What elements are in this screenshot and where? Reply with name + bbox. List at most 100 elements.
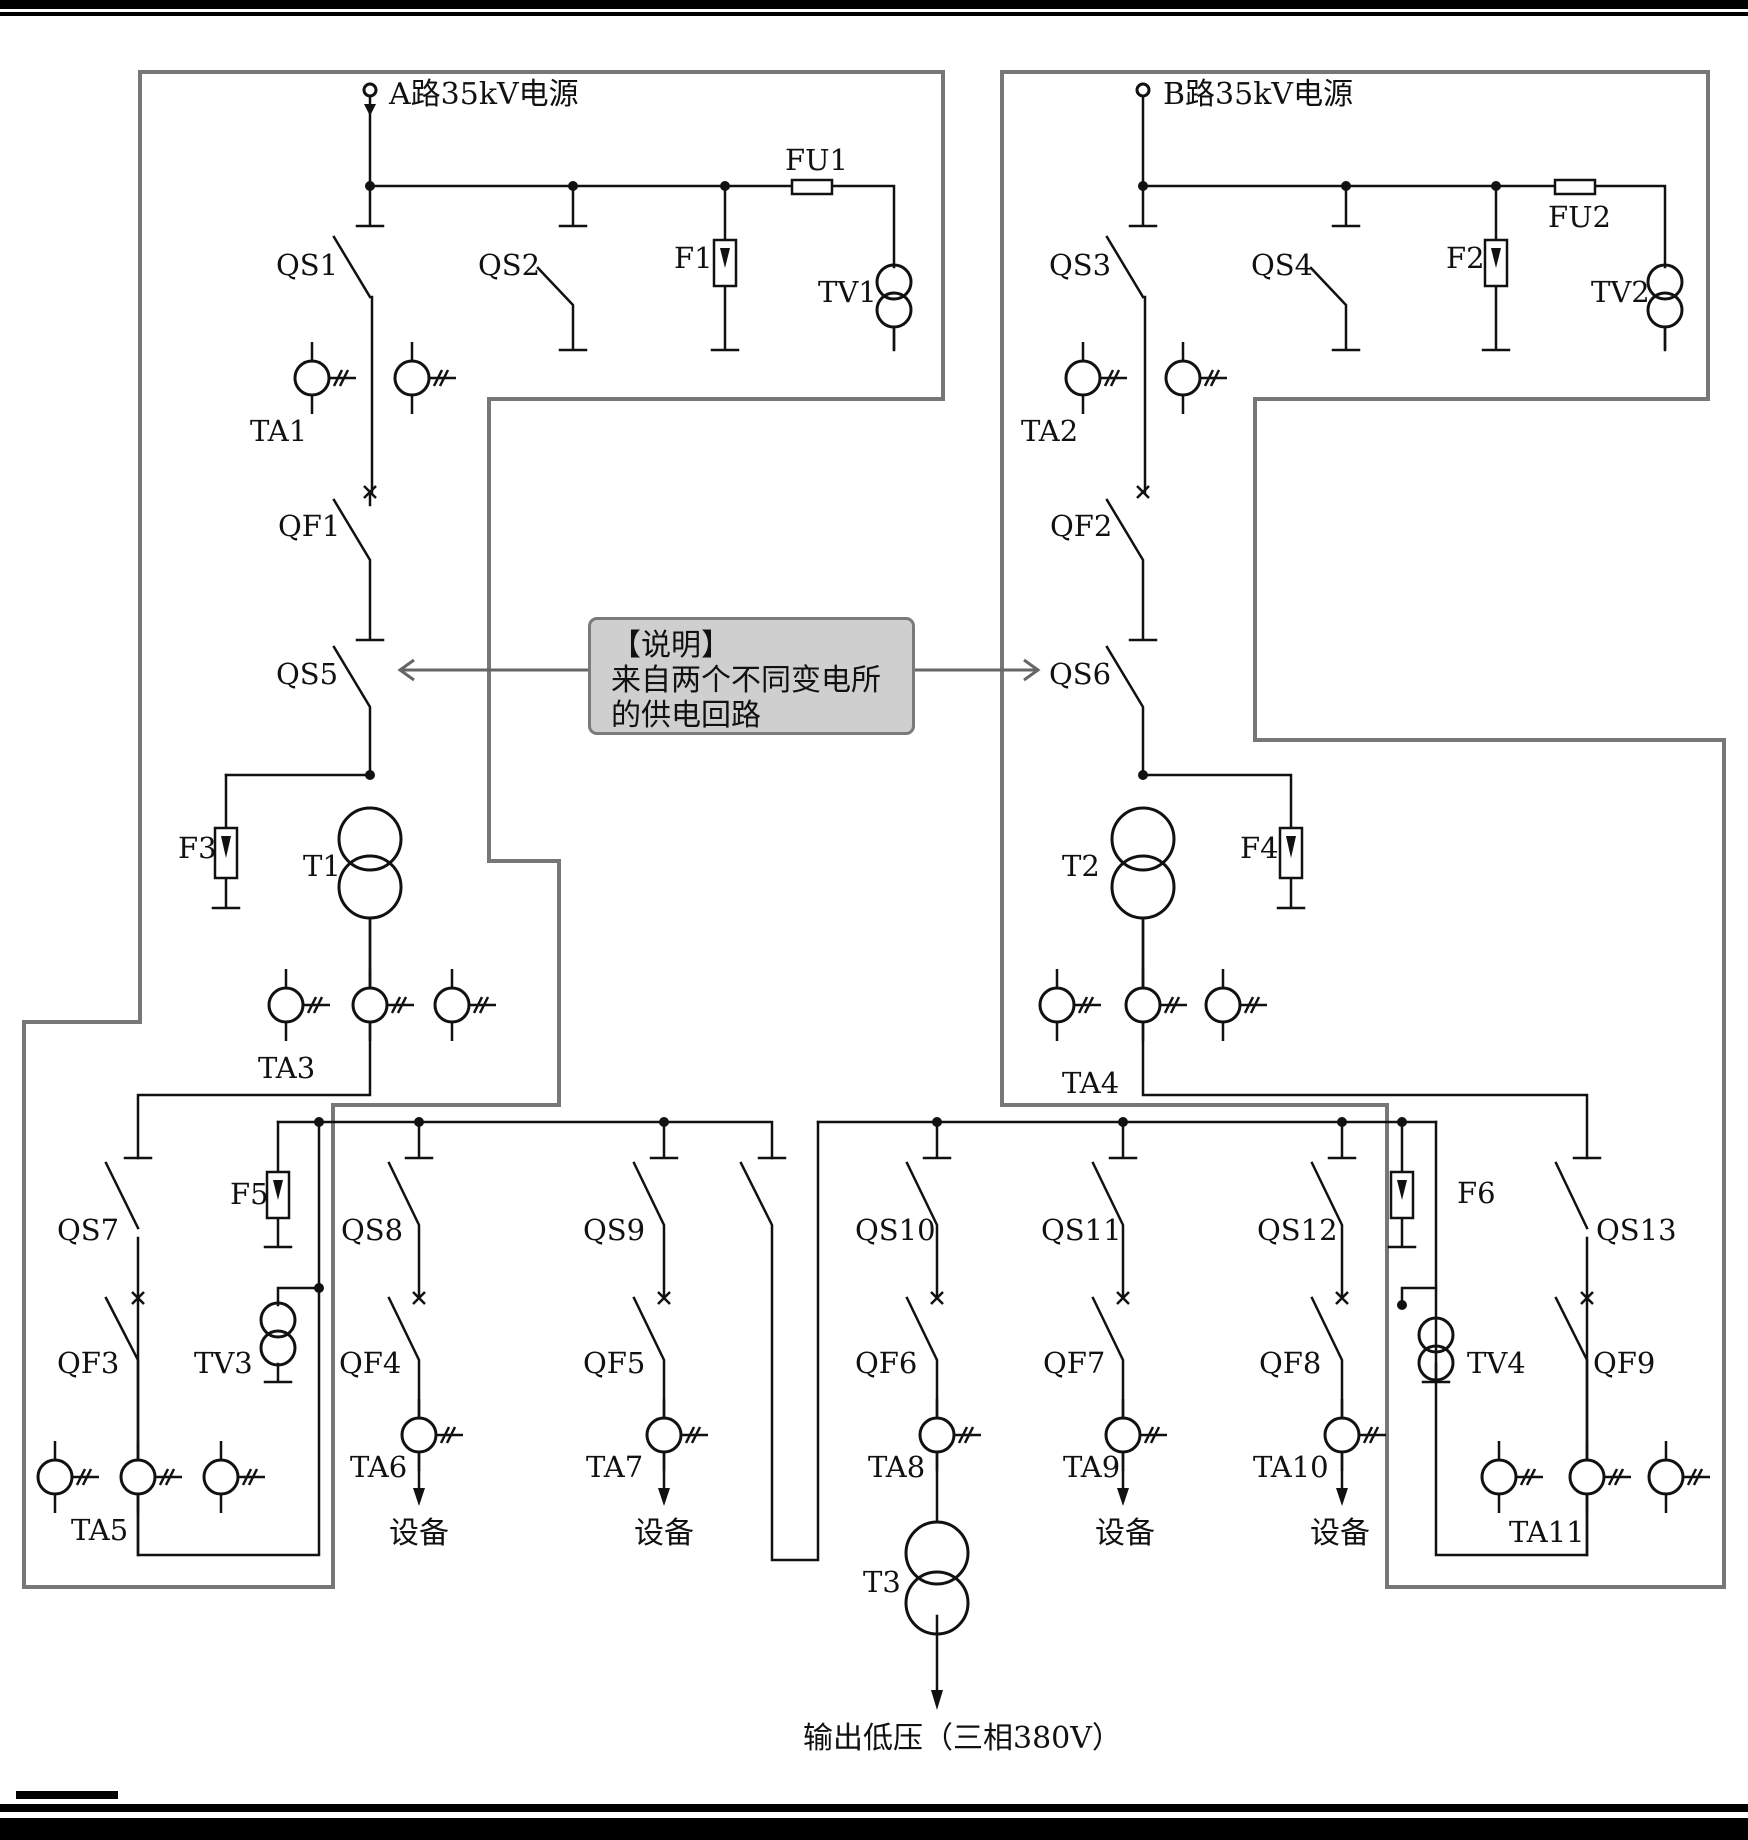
equipment-label-3: 设备	[1095, 1516, 1155, 1551]
source-a-label: A路35kV电源	[388, 77, 579, 112]
labels: A路35kV电源 B路35kV电源 FU1 FU2 QS1 QS2 F1 TV1…	[57, 77, 1677, 1756]
equipment-label-2: 设备	[634, 1516, 694, 1551]
label-f4: F4	[1240, 831, 1279, 865]
label-qs5: QS5	[276, 657, 338, 691]
label-t3: T3	[863, 1565, 901, 1599]
current-transformer-7	[433, 969, 496, 1041]
label-qs4: QS4	[1251, 248, 1313, 282]
current-transformer-14	[400, 1399, 463, 1471]
transformers	[259, 263, 1684, 1636]
current-transformer-2	[393, 342, 456, 414]
label-fu1: FU1	[785, 143, 848, 177]
label-qs8: QS8	[341, 1213, 403, 1247]
enclosure-outlines	[22, 70, 1726, 1589]
current-transformer-3	[1064, 342, 1127, 414]
label-ta10: TA10	[1253, 1450, 1329, 1484]
label-qs7: QS7	[57, 1213, 119, 1247]
output-label: 输出低压（三相380V）	[803, 1721, 1122, 1756]
label-f3: F3	[178, 831, 217, 865]
label-t1: T1	[303, 849, 341, 883]
fuses	[790, 178, 1597, 196]
source-terminals	[362, 82, 1151, 98]
label-ta5: TA5	[71, 1513, 128, 1547]
current-transformers	[36, 342, 1710, 1513]
outgoing-arrows	[413, 1488, 1348, 1710]
label-ta8: TA8	[868, 1450, 925, 1484]
label-qs13: QS13	[1596, 1213, 1677, 1247]
label-ta2: TA2	[1021, 414, 1078, 448]
equipment-label-1: 设备	[389, 1516, 449, 1551]
junction-dots	[314, 181, 1501, 1310]
equipment-label-4: 设备	[1310, 1516, 1370, 1551]
label-fu2: FU2	[1548, 200, 1611, 234]
label-qs6: QS6	[1049, 657, 1111, 691]
source-a-arrow	[364, 104, 376, 116]
current-transformer-17	[1104, 1399, 1167, 1471]
current-transformer-8	[1038, 969, 1101, 1041]
note-box: 【说明】 来自两个不同变电所 的供电回路	[588, 617, 915, 735]
current-transformer-20	[1568, 1441, 1631, 1513]
label-f5: F5	[230, 1177, 269, 1211]
label-qs12: QS12	[1257, 1213, 1338, 1247]
current-transformer-16	[918, 1399, 981, 1471]
source-a-terminal	[362, 82, 378, 98]
label-qf4: QF4	[339, 1346, 401, 1380]
tv2-symbol	[1646, 263, 1684, 301]
label-qf9: QF9	[1593, 1346, 1655, 1380]
label-ta4: TA4	[1062, 1066, 1119, 1100]
label-ta7: TA7	[586, 1450, 643, 1484]
current-transformer-21	[1647, 1441, 1710, 1513]
tv1-symbol	[875, 263, 913, 301]
tv3-symbol	[259, 1301, 297, 1339]
note-arrows	[397, 658, 1041, 682]
label-qs10: QS10	[855, 1213, 936, 1247]
note-line-2: 的供电回路	[611, 698, 761, 733]
label-ta6: TA6	[350, 1450, 407, 1484]
note-title: 【说明】	[611, 628, 731, 663]
label-f1: F1	[674, 241, 713, 275]
enclosure-a	[22, 70, 945, 1589]
source-b-label: B路35kV电源	[1163, 77, 1353, 112]
breaker-marks	[131, 485, 1594, 1305]
label-ta9: TA9	[1063, 1450, 1120, 1484]
label-qs3: QS3	[1049, 248, 1111, 282]
enclosure-b	[1000, 70, 1726, 1589]
label-f2: F2	[1446, 241, 1485, 275]
label-qs1: QS1	[276, 248, 338, 282]
label-qs9: QS9	[583, 1213, 645, 1247]
current-transformer-18	[1323, 1399, 1386, 1471]
current-transformer-4	[1164, 342, 1227, 414]
source-b-terminal	[1135, 82, 1151, 98]
label-qs11: QS11	[1041, 1213, 1122, 1247]
label-ta1: TA1	[250, 414, 307, 448]
label-qf5: QF5	[583, 1346, 645, 1380]
current-transformer-5	[267, 969, 330, 1041]
label-f6: F6	[1457, 1176, 1496, 1210]
current-transformer-12	[119, 1441, 182, 1513]
label-ta11: TA11	[1509, 1515, 1585, 1549]
label-qf2: QF2	[1050, 509, 1112, 543]
label-qf7: QF7	[1043, 1346, 1105, 1380]
fuse-fu1	[790, 178, 834, 196]
t3-symbol	[904, 1520, 970, 1586]
current-transformer-10	[1204, 969, 1267, 1041]
label-tv3: TV3	[194, 1346, 253, 1380]
label-ta3: TA3	[258, 1051, 315, 1085]
current-transformer-6	[351, 969, 414, 1041]
note-line-1: 来自两个不同变电所	[611, 663, 881, 698]
current-transformer-9	[1124, 969, 1187, 1041]
current-transformer-1	[293, 342, 356, 414]
tv4-symbol	[1417, 1316, 1455, 1354]
label-qf3: QF3	[57, 1346, 119, 1380]
current-transformer-13	[202, 1441, 265, 1513]
label-t2: T2	[1062, 849, 1100, 883]
label-tv2: TV2	[1591, 275, 1650, 309]
label-tv1: TV1	[818, 275, 877, 309]
t1-symbol	[337, 806, 403, 872]
arrester-arrows	[221, 248, 1501, 1200]
current-transformer-19	[1480, 1441, 1543, 1513]
current-transformer-11	[36, 1441, 99, 1513]
label-qf1: QF1	[278, 509, 340, 543]
